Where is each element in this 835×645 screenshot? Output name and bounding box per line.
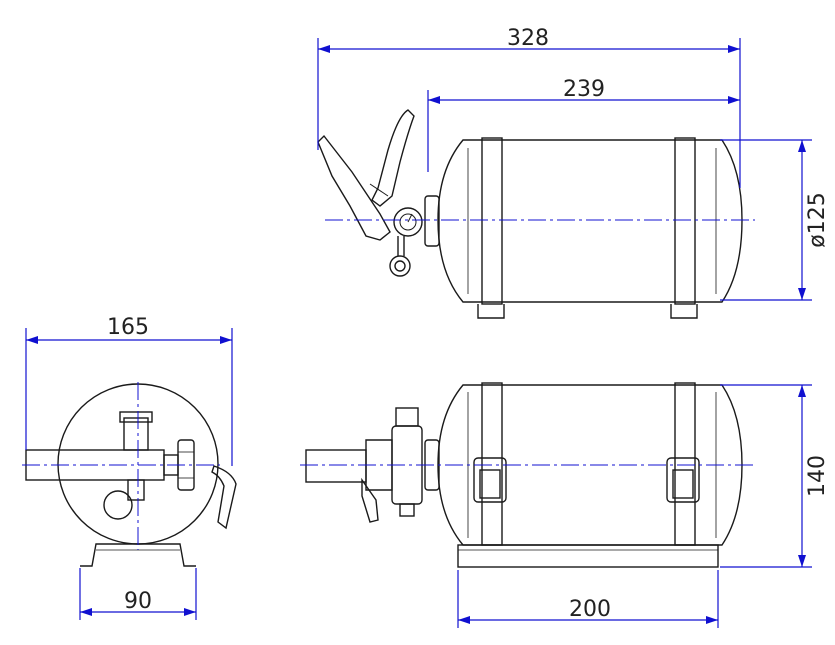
base-length-label: 200 [569,597,611,622]
end-view-dimensions [25,328,233,620]
end-width-label: 165 [107,315,149,340]
top-view-dimensions [317,38,812,301]
diameter-label: ø125 [805,192,830,247]
pull-ring [389,255,411,277]
bottom-view-straps [473,382,700,546]
top-view-valve-flange [424,195,440,247]
upper-lever [371,109,415,207]
bottom-view [305,382,743,568]
bottom-view-handle [305,449,367,483]
top-view-cylinder [437,139,743,303]
overall-length-label: 328 [507,26,549,51]
base-plate [457,544,719,568]
overall-height-label: 140 [805,455,830,497]
end-view-base-bracket [80,543,196,567]
bottom-view-dimensions [457,384,812,628]
bottom-view-cylinder [437,384,743,546]
pressure-gauge [393,207,423,237]
lower-lever [317,134,391,241]
end-view-ring [103,490,133,520]
bracket-width-label: 90 [124,589,152,614]
top-view [317,109,743,319]
end-view [25,383,237,567]
top-view-straps [477,137,698,319]
body-length-label: 239 [563,77,605,102]
